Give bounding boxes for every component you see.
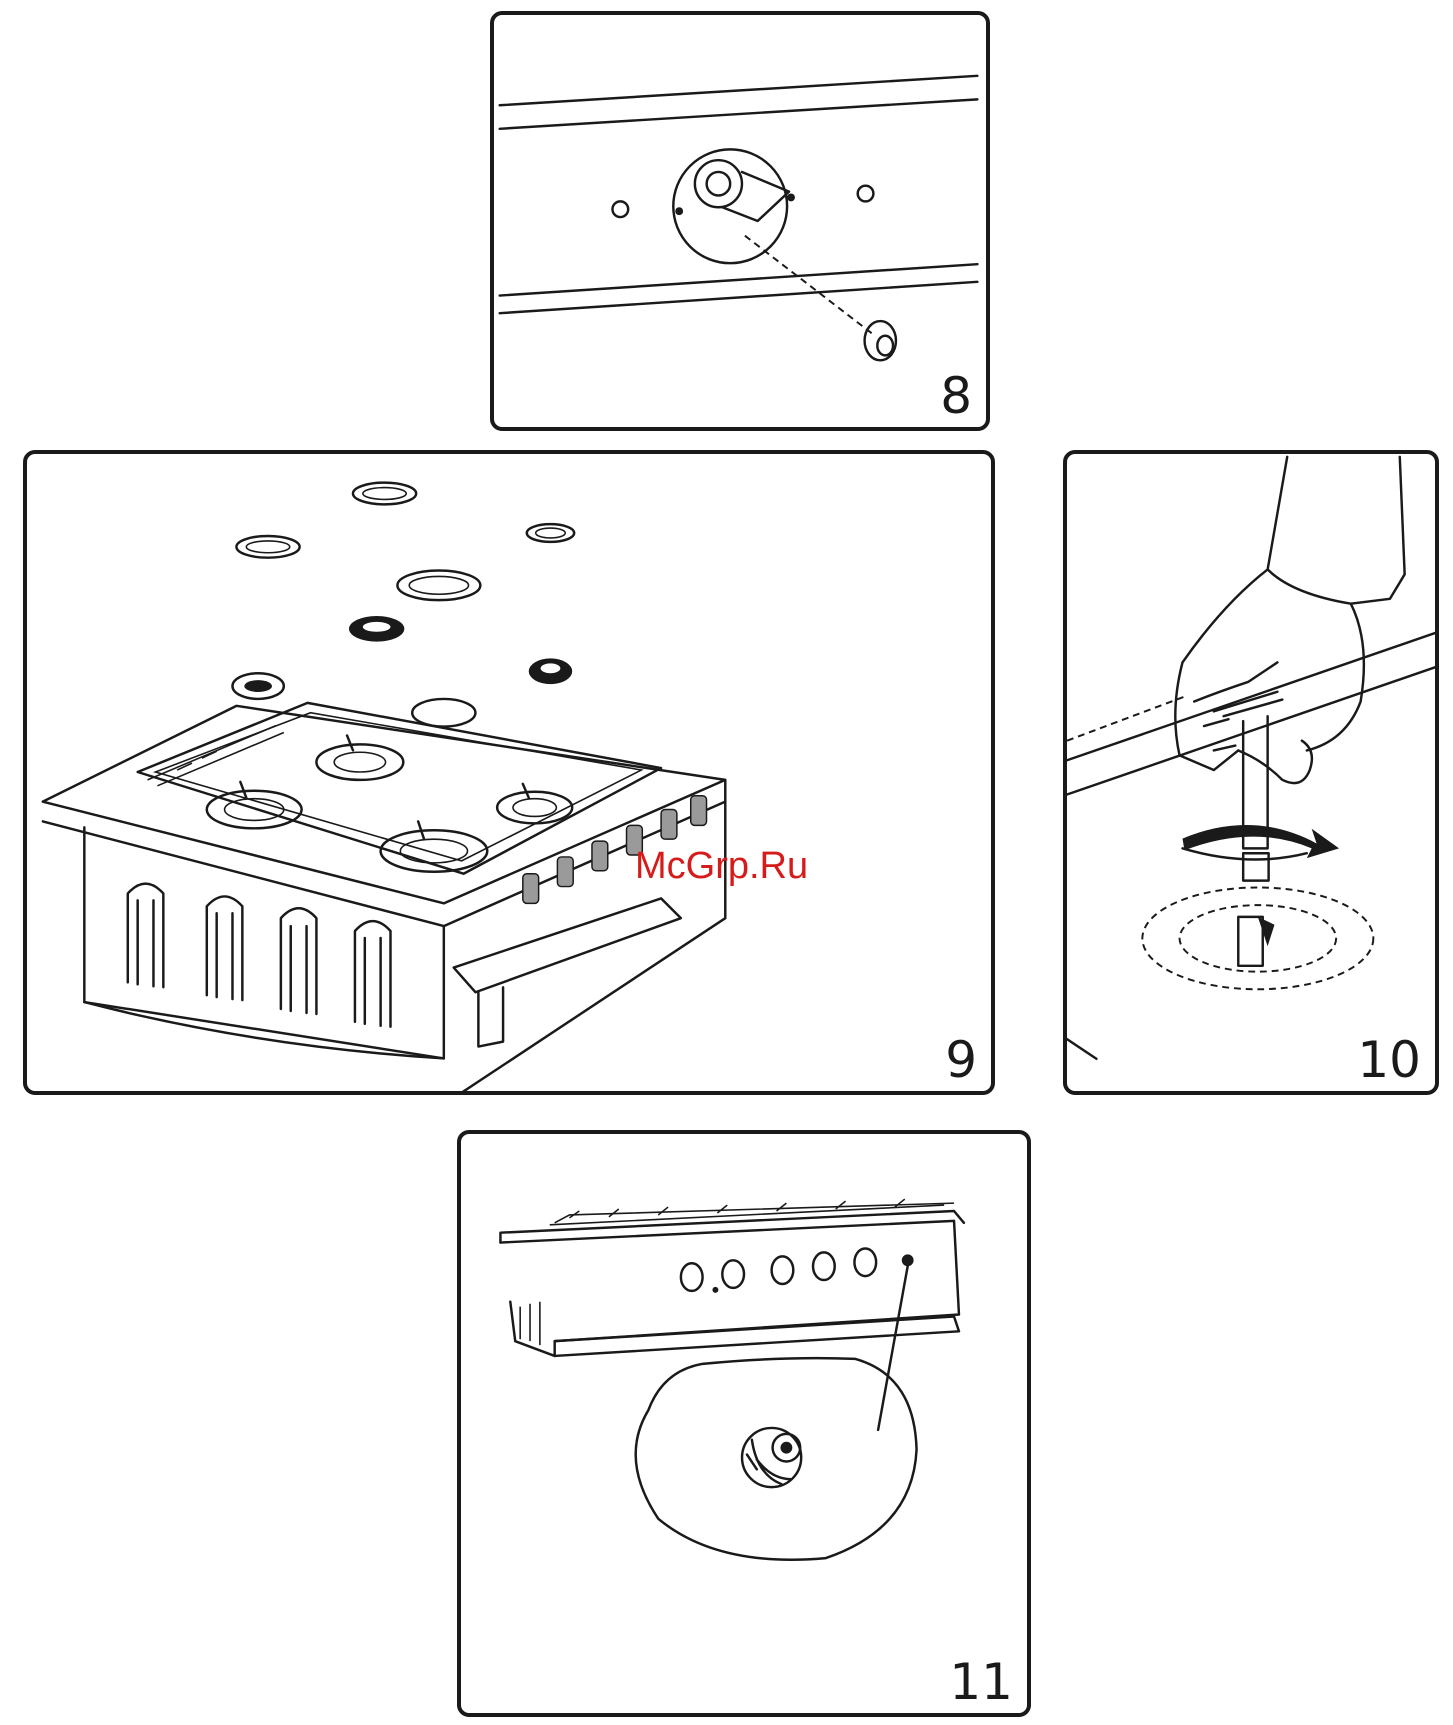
figure-11-panel: 11 [457, 1130, 1031, 1717]
figure-11-number: 11 [949, 1657, 1013, 1707]
vent-slots [128, 884, 391, 1027]
figure-9-illustration [27, 454, 991, 1091]
figure-10-panel: 10 [1063, 450, 1439, 1095]
figure-8-number: 8 [940, 371, 972, 421]
watermark-text: McGrp.Ru [635, 845, 808, 888]
figure-10-number: 10 [1357, 1035, 1421, 1085]
figure-8-panel: 8 [490, 11, 990, 431]
figure-8-illustration [494, 15, 986, 427]
figure-10-illustration [1067, 454, 1435, 1091]
figure-11-illustration [461, 1134, 1027, 1713]
figure-9-panel: 9 [23, 450, 995, 1095]
figure-9-number: 9 [945, 1035, 977, 1085]
